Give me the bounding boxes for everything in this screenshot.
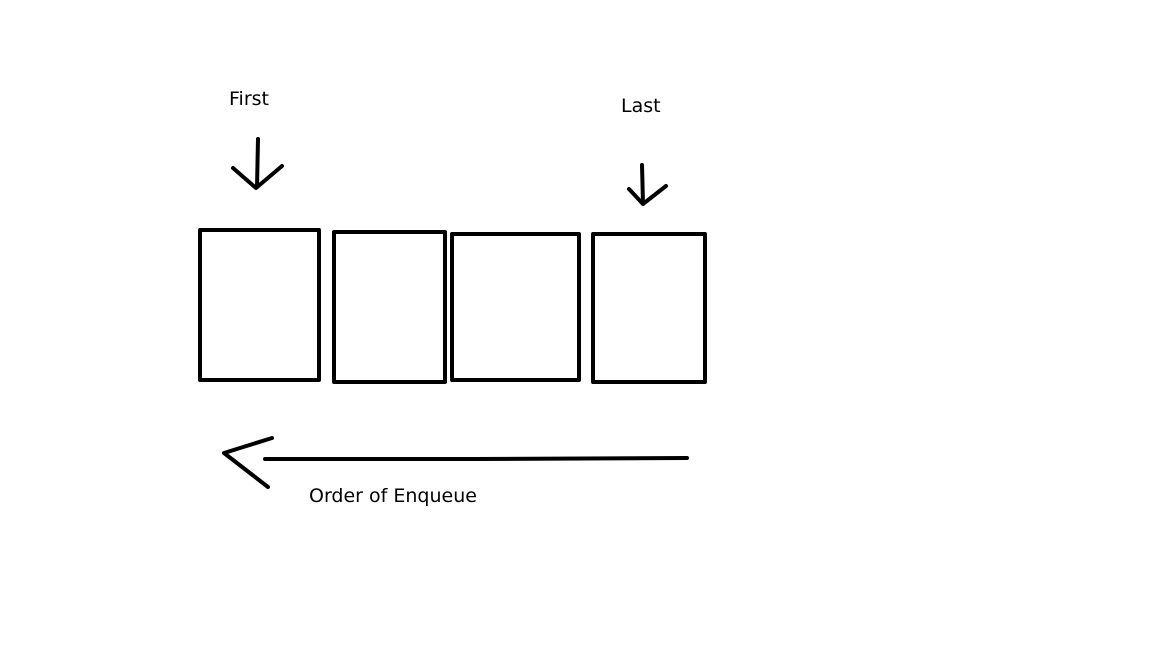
last-pointer-arrow (627, 163, 668, 206)
queue-slot-4 (591, 232, 707, 384)
enqueue-order-label: Order of Enqueue (309, 485, 477, 507)
enqueue-order-arrow (222, 436, 689, 489)
first-pointer-arrow (231, 137, 284, 190)
first-label: First (229, 88, 269, 110)
last-label: Last (621, 95, 661, 117)
queue-slot-2 (332, 230, 447, 384)
queue-slot-3 (450, 232, 581, 382)
queue-slot-1 (198, 228, 321, 382)
